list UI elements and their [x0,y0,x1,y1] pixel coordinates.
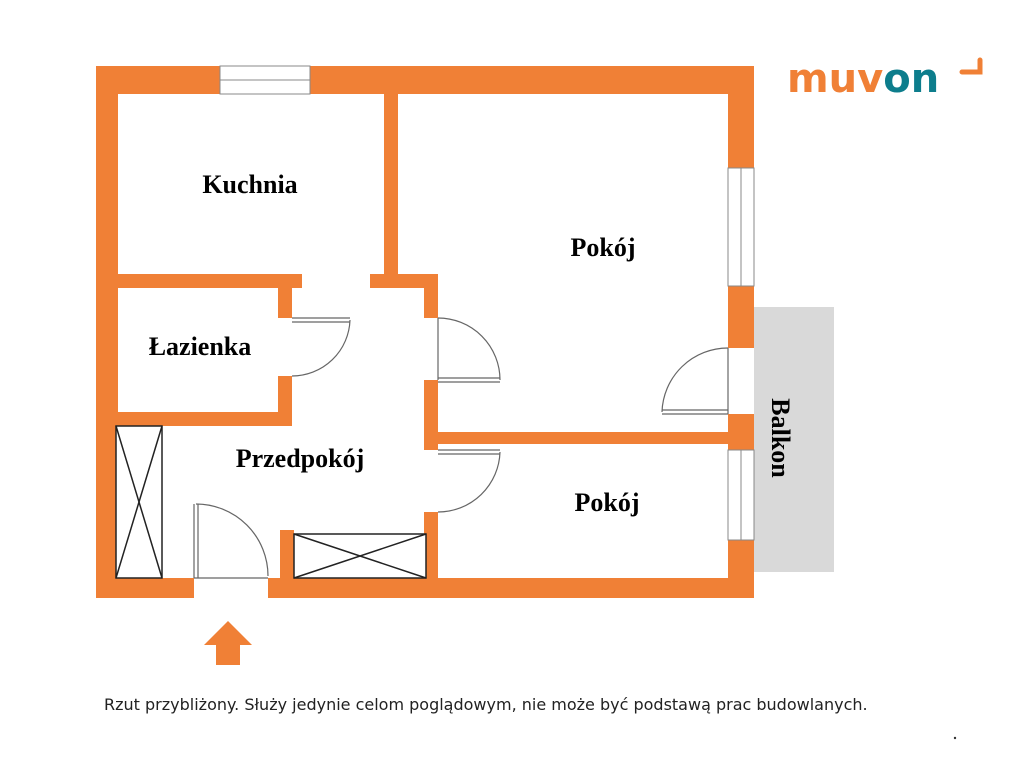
room-label-large-room: Pokój [571,233,636,262]
disclaimer-note: Rzut przybliżony. Służy jedynie celom po… [104,695,868,714]
corner-dot [953,736,957,740]
logo-text-part1: muv [787,56,883,102]
logo-mark-icon [959,57,983,75]
wardrobes [115,425,427,579]
outer-walls [96,66,754,598]
up-arrow-icon [204,621,252,665]
windows [219,65,755,541]
room-label-bathroom: Łazienka [149,332,252,361]
company-logo: muvon [787,56,983,102]
room-label-hall: Przedpokój [236,444,365,473]
room-label-balcony: Balkon [766,398,795,478]
room-label-kitchen: Kuchnia [202,170,297,199]
doors [193,317,729,579]
logo-text-part2: on [883,56,939,102]
svg-text:muvon: muvon [787,56,939,102]
inner-walls [118,94,728,578]
balcony-area [754,307,834,572]
room-label-small-room: Pokój [575,488,640,517]
